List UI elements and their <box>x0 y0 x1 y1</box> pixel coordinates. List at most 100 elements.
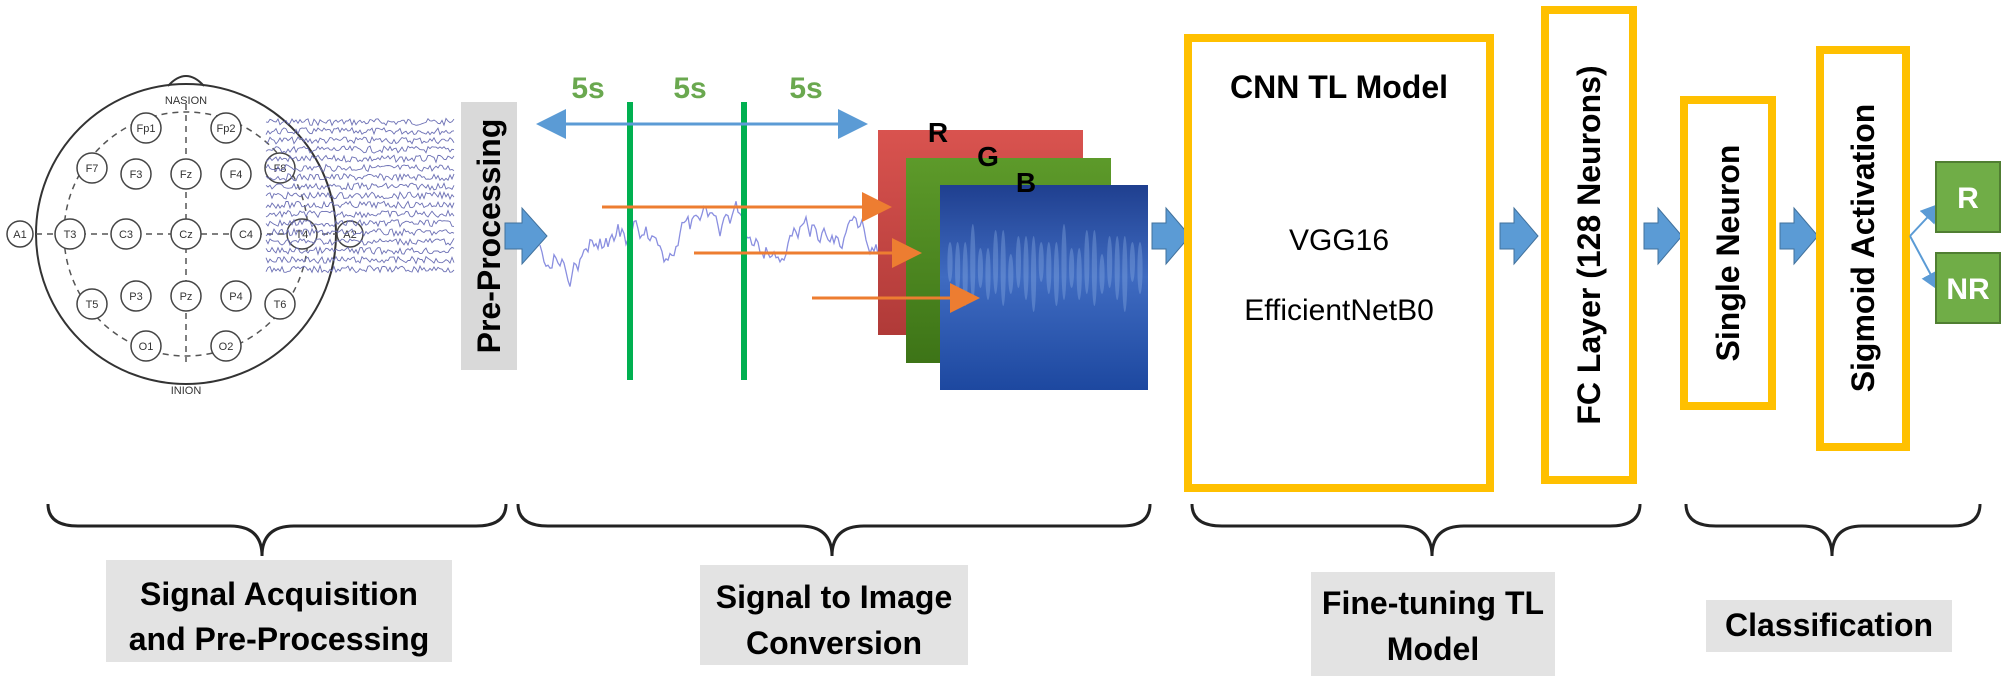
cnn-model-title: CNN TL Model <box>1230 69 1448 105</box>
branch-arrow-nr <box>1909 235 1940 292</box>
signal-segment: 5s 5s 5s <box>536 72 881 380</box>
electrode-o1-label: O1 <box>139 341 154 353</box>
electrode-o2-marker <box>210 330 242 362</box>
scalogram-band <box>985 248 991 300</box>
preprocessing-label: Pre-Processing <box>471 119 507 354</box>
scalogram-band <box>1023 236 1029 300</box>
scalogram-band <box>993 230 999 294</box>
scalogram-band <box>1061 224 1067 300</box>
electrode-c4-label: C4 <box>239 229 253 241</box>
segment-label-2: 5s <box>673 72 706 105</box>
electrode-p4-label: P4 <box>229 291 242 303</box>
eeg-channel-trace <box>265 117 455 127</box>
eeg-channel-trace <box>265 163 455 173</box>
flow-arrow-2 <box>1151 206 1191 266</box>
scalogram-band <box>1046 242 1052 294</box>
eeg-channel-trace <box>265 237 455 247</box>
cnn-model-box <box>1184 34 1494 492</box>
electrode-a1-label: A1 <box>13 229 26 241</box>
caption-conversion-line1: Signal to Image <box>716 579 952 615</box>
eeg-channel-trace <box>265 227 455 238</box>
scalogram-texture <box>947 224 1143 312</box>
electrode-f4-label: F4 <box>230 169 243 181</box>
scalogram-band <box>1122 236 1128 312</box>
electrode-c3-marker <box>110 218 142 250</box>
channel-label-g: G <box>977 141 999 172</box>
electrode-fz-label: Fz <box>180 169 192 181</box>
scalogram-band <box>1015 236 1022 288</box>
output-nr-label: NR <box>1946 273 1990 306</box>
scalogram-band <box>1114 236 1120 300</box>
eeg-signal-trace <box>539 201 881 287</box>
segment-label-3: 5s <box>789 72 822 105</box>
fc-layer-box <box>1541 6 1637 484</box>
sigmoid-activation-box <box>1816 46 1910 451</box>
flow-arrow-4 <box>1643 206 1683 266</box>
electrode-t6-label: T6 <box>274 299 287 311</box>
brace-conversion <box>516 503 1152 557</box>
scalogram-band <box>1137 242 1143 294</box>
eeg-channel-trace <box>265 209 455 219</box>
inion-label: INION <box>171 385 202 397</box>
electrode-f7-marker <box>76 152 108 184</box>
single-neuron-label: Single Neuron <box>1710 145 1746 362</box>
nasion-label: NASION <box>165 95 207 107</box>
caption-acquisition-line2: and Pre-Processing <box>129 621 430 657</box>
caption-conversion-box <box>700 565 968 665</box>
electrode-fp2-marker <box>210 112 242 144</box>
electrode-t3-marker <box>54 218 86 250</box>
flow-arrow-5 <box>1779 206 1819 266</box>
scalogram-band <box>977 248 984 288</box>
model-efficientnetb0: EfficientNetB0 <box>1244 294 1434 327</box>
eeg-channel-trace <box>265 264 455 274</box>
brace-acquisition <box>46 503 508 557</box>
electrode-t3-label: T3 <box>64 229 77 241</box>
scalogram-band <box>1107 236 1113 288</box>
output-r-label: R <box>1957 182 1979 215</box>
channel-label-r: R <box>928 117 948 148</box>
caption-finetuning-box <box>1311 572 1555 676</box>
flow-arrow-1 <box>504 206 548 266</box>
brace-finetuning <box>1190 503 1642 557</box>
electrode-o1-marker <box>130 330 162 362</box>
scalogram-band <box>1084 230 1090 294</box>
eeg-channel-trace <box>265 172 455 182</box>
electrode-f4-marker <box>220 158 252 190</box>
caption-acquisition-line1: Signal Acquisition <box>140 576 418 612</box>
electrode-t5-label: T5 <box>86 299 99 311</box>
single-neuron-box <box>1680 96 1776 410</box>
sigmoid-activation-label: Sigmoid Activation <box>1845 104 1881 393</box>
caption-classification-box <box>1706 600 1952 652</box>
electrode-p4-marker <box>220 280 252 312</box>
caption-classification-line1: Classification <box>1725 607 1933 643</box>
eeg-channel-trace <box>265 135 455 145</box>
electrode-c4-marker <box>230 218 262 250</box>
electrode-fp2-label: Fp2 <box>217 123 236 135</box>
eeg-channel-trace <box>265 200 455 210</box>
output-r-box <box>1935 161 2001 233</box>
electrode-p3-label: P3 <box>129 291 142 303</box>
caption-finetuning-line2: Model <box>1387 631 1479 667</box>
scalogram-band <box>947 242 953 282</box>
eeg-channel-trace <box>265 181 455 191</box>
scalogram-band <box>1008 254 1014 294</box>
eeg-channel-trace <box>265 255 455 265</box>
electrode-cz-label: Cz <box>179 229 192 241</box>
scalogram-band <box>970 224 976 300</box>
fc-layer-label: FC Layer (128 Neurons) <box>1571 65 1607 424</box>
electrode-a1-marker <box>6 220 34 248</box>
electrode-p3-marker <box>120 280 152 312</box>
electrode-fp1-marker <box>130 112 162 144</box>
caption-finetuning-line1: Fine-tuning TL <box>1322 585 1544 621</box>
eeg-traces <box>265 117 455 274</box>
eeg-channel-trace <box>265 154 455 164</box>
electrode-c3-label: C3 <box>119 229 133 241</box>
eeg-channel-trace <box>265 145 455 154</box>
scalogram-band <box>962 242 968 306</box>
brace-classification <box>1684 503 1982 557</box>
eeg-channel-trace <box>265 246 455 256</box>
electrode-o2-label: O2 <box>219 341 234 353</box>
